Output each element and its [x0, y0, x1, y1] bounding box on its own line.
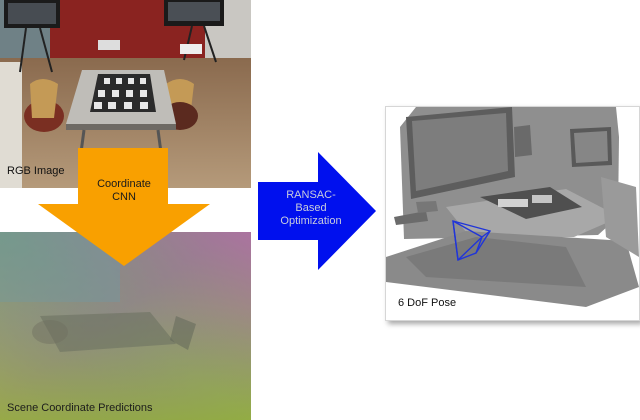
scene-coordinate-label: Scene Coordinate Predictions — [7, 402, 153, 414]
ransac-line2: Based — [256, 202, 366, 215]
coordinate-cnn-label: Coordinate CNN — [78, 178, 170, 204]
ransac-label: RANSAC- Based Optimization — [256, 189, 366, 228]
coordinate-cnn-line1: Coordinate — [78, 178, 170, 191]
ransac-line1: RANSAC- — [256, 189, 366, 202]
coordinate-cnn-line2: CNN — [78, 191, 170, 204]
pose-label: 6 DoF Pose — [398, 297, 456, 309]
coordinate-cnn-arrow — [38, 148, 210, 266]
scene-reconstruction-illustration — [386, 107, 639, 320]
ransac-line3: Optimization — [256, 215, 366, 228]
pose-panel: 6 DoF Pose — [385, 106, 640, 321]
